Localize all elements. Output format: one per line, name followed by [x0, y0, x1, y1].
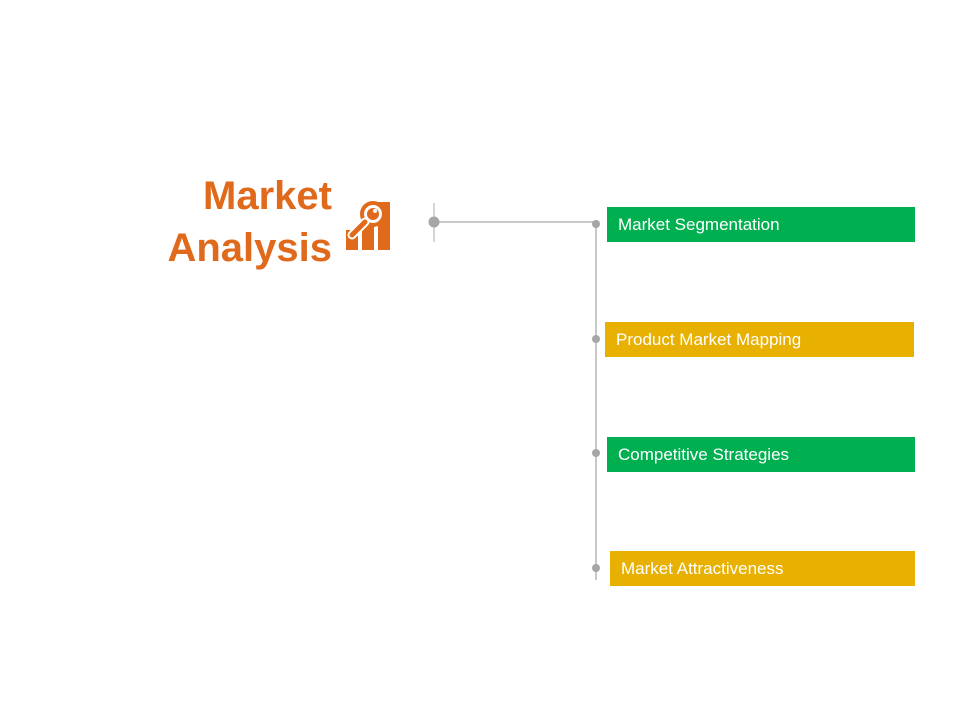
hub-dot: [428, 216, 440, 228]
branch-dot: [592, 564, 600, 572]
branch-dot: [592, 220, 600, 228]
item-market-segmentation: Market Segmentation: [607, 207, 915, 242]
branch-dot: [592, 335, 600, 343]
magnifier-bar-chart-icon: [346, 201, 390, 250]
item-market-attractiveness: Market Attractiveness: [610, 551, 915, 586]
item-product-market-mapping: Product Market Mapping: [605, 322, 914, 357]
title-line-1: Market: [203, 174, 332, 218]
branch-dot: [592, 449, 600, 457]
title-line-2: Analysis: [167, 226, 332, 270]
page-title: Market Analysis: [167, 170, 332, 274]
item-competitive-strategies: Competitive Strategies: [607, 437, 915, 472]
